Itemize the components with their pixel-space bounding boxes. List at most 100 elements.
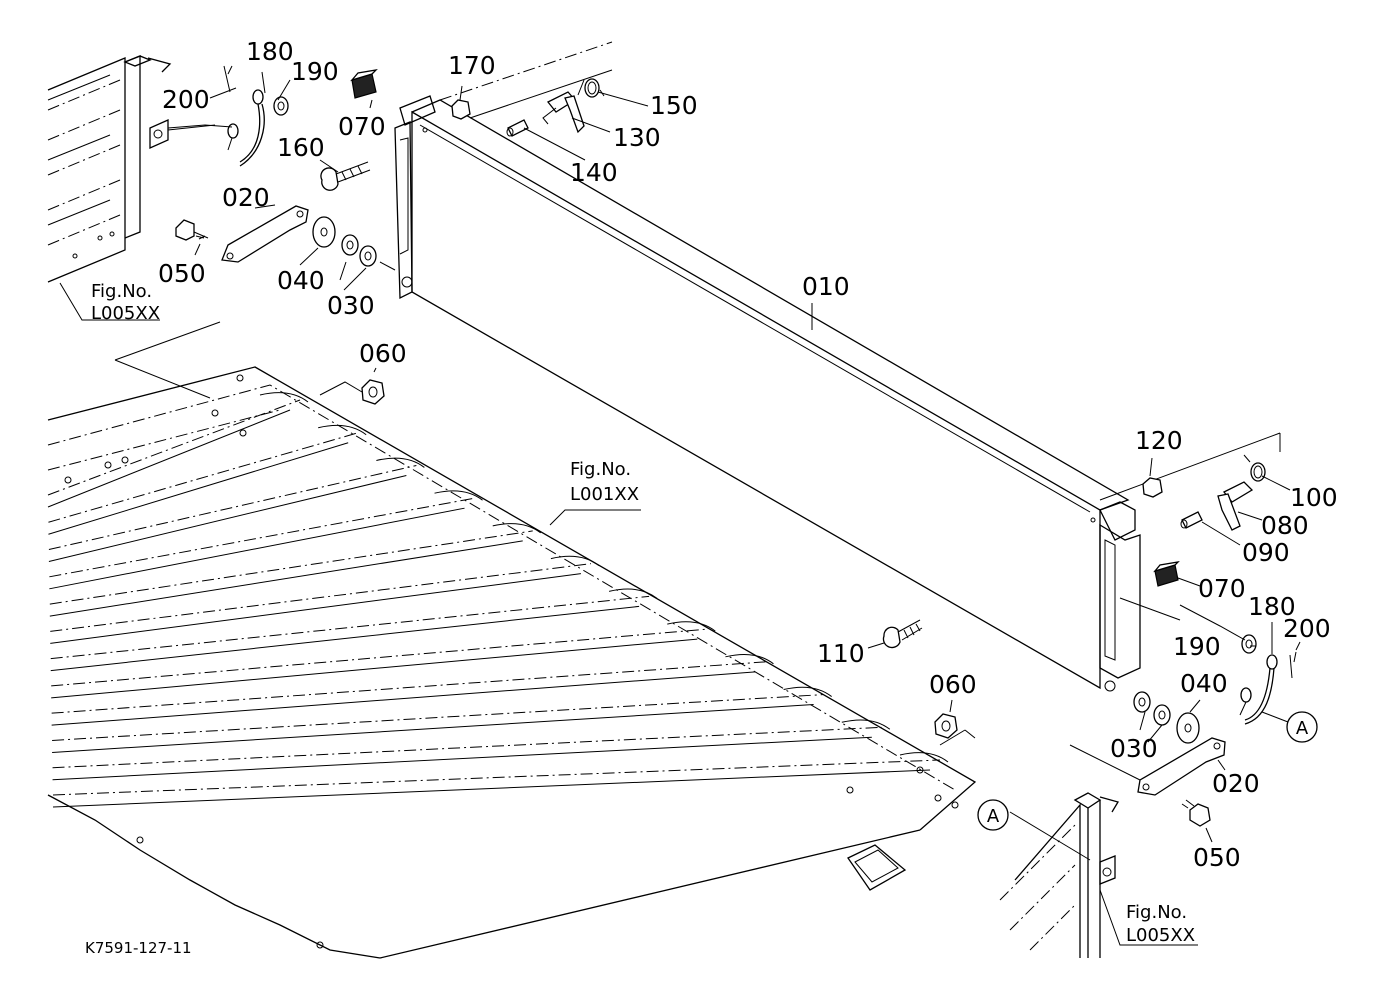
hinge-bracket-020-left (221, 205, 309, 263)
floor-rib (49, 497, 475, 578)
floor-rib-crest (725, 654, 774, 665)
washers-030-040-left (312, 216, 396, 271)
callout-190-right: 190 (1173, 632, 1221, 661)
callout-180-left: 180 (246, 37, 294, 66)
connector-mark-bottom: A (977, 799, 1009, 831)
nut-120 (1142, 477, 1163, 498)
connector-mark-right: A (1286, 711, 1318, 743)
fig-ref-center: Fig.No. L001XX (570, 459, 639, 505)
bolt-050-right (1181, 799, 1211, 827)
callout-050-right: 050 (1193, 843, 1241, 872)
floor-rib-edge (52, 769, 931, 808)
callout-090: 090 (1242, 538, 1290, 567)
bolt-110 (882, 619, 923, 649)
floor-rib (50, 563, 591, 632)
fig-ref-top-left: Fig.No. L005XX (91, 281, 160, 324)
nut-170 (451, 99, 471, 120)
callout-110: 110 (817, 639, 865, 668)
floor-rib-crest (492, 523, 542, 534)
floor-rib (49, 530, 533, 605)
spring-100 (1243, 454, 1266, 482)
floor-rib-edge (51, 638, 698, 699)
callout-040-right: 040 (1180, 669, 1228, 698)
callout-070-left: 070 (338, 112, 386, 141)
connector-letter: A (1296, 718, 1309, 739)
floor-rib-crest (608, 588, 658, 599)
callout-030-right: 030 (1110, 734, 1158, 763)
callout-170: 170 (448, 51, 496, 80)
callout-100: 100 (1290, 483, 1338, 512)
fig-ref-title: Fig.No. (1126, 902, 1187, 923)
nut-060-bottom (934, 713, 958, 739)
callout-190-left: 190 (291, 57, 339, 86)
fig-ref-code: L005XX (91, 303, 160, 324)
leader-lines (59, 71, 1301, 946)
floor-rib-crest (783, 686, 832, 697)
floor-rib (50, 595, 650, 660)
callout-130: 130 (613, 123, 661, 152)
floor-rib-edge (49, 540, 523, 617)
fig-ref-code: L001XX (570, 484, 639, 505)
callout-180-right: 180 (1248, 592, 1296, 621)
latch-lever-130 (542, 91, 585, 134)
drawing-number: K7591-127-11 (85, 939, 192, 957)
callout-140: 140 (570, 158, 618, 187)
nut-060-top (361, 379, 385, 405)
floor-rib-crest (550, 555, 600, 567)
bolt-050-left (175, 219, 209, 241)
chain-180-190-200-right (1239, 634, 1297, 725)
bed-floor (47, 366, 977, 959)
callout-030-left: 030 (327, 291, 375, 320)
hinge-bracket-020-right (1137, 737, 1226, 796)
callout-060-top: 060 (359, 339, 407, 368)
floor-rib-crest (376, 457, 425, 468)
floor-rib-edge (52, 736, 872, 781)
latch-lever-080 (1217, 481, 1254, 531)
floor-rib-crest (667, 621, 716, 632)
floor-rib (48, 432, 359, 523)
callout-060-bottom: 060 (929, 670, 977, 699)
tailgate-panel (394, 41, 1281, 692)
pin-140 (506, 119, 529, 137)
callout-labels: 010 020 020 030 030 040 040 050 050 060 … (158, 37, 1338, 872)
floor-rib (52, 726, 882, 769)
chain-180-190-200-left (223, 65, 289, 167)
floor-rib (48, 464, 417, 551)
callout-020-left: 020 (222, 183, 270, 212)
spring-150 (577, 78, 605, 98)
floor-rib-crest (841, 719, 891, 730)
washers-030-040-right (1133, 691, 1200, 744)
fig-ref-title: Fig.No. (570, 459, 631, 480)
floor-rib (52, 694, 824, 741)
rubber-stopper-070-left (350, 69, 378, 99)
callout-050-left: 050 (158, 259, 206, 288)
floor-rib-crest (434, 490, 483, 501)
rubber-stopper-070-right (1153, 561, 1180, 587)
floor-rib-edge (47, 409, 291, 508)
callout-080: 080 (1261, 511, 1309, 540)
callout-160: 160 (277, 133, 325, 162)
callout-020-right: 020 (1212, 769, 1260, 798)
floor-rib-edge (50, 573, 581, 644)
floor-rib-edge (48, 474, 407, 563)
callout-040-left: 040 (277, 266, 325, 295)
floor-rib (51, 628, 708, 687)
floor-rib-edge (49, 507, 465, 590)
side-gate-left (47, 55, 216, 283)
connector-letter: A (987, 806, 1000, 827)
callout-150: 150 (650, 91, 698, 120)
fig-ref-bottom-right: Fig.No. L005XX (1126, 902, 1195, 946)
bolt-160 (320, 161, 371, 191)
side-gate-right (999, 792, 1119, 958)
fig-ref-title: Fig.No. (91, 281, 152, 302)
floor-rib-crest (899, 752, 949, 763)
floor-rib-edge (48, 442, 349, 535)
callout-010: 010 (802, 272, 850, 301)
callout-070-right: 070 (1198, 574, 1246, 603)
fig-ref-code: L005XX (1126, 925, 1195, 946)
pin-090 (1180, 511, 1203, 529)
floor-rib-edge (52, 704, 814, 753)
floor-rib-crest (318, 424, 367, 436)
floor-rib (52, 759, 941, 796)
